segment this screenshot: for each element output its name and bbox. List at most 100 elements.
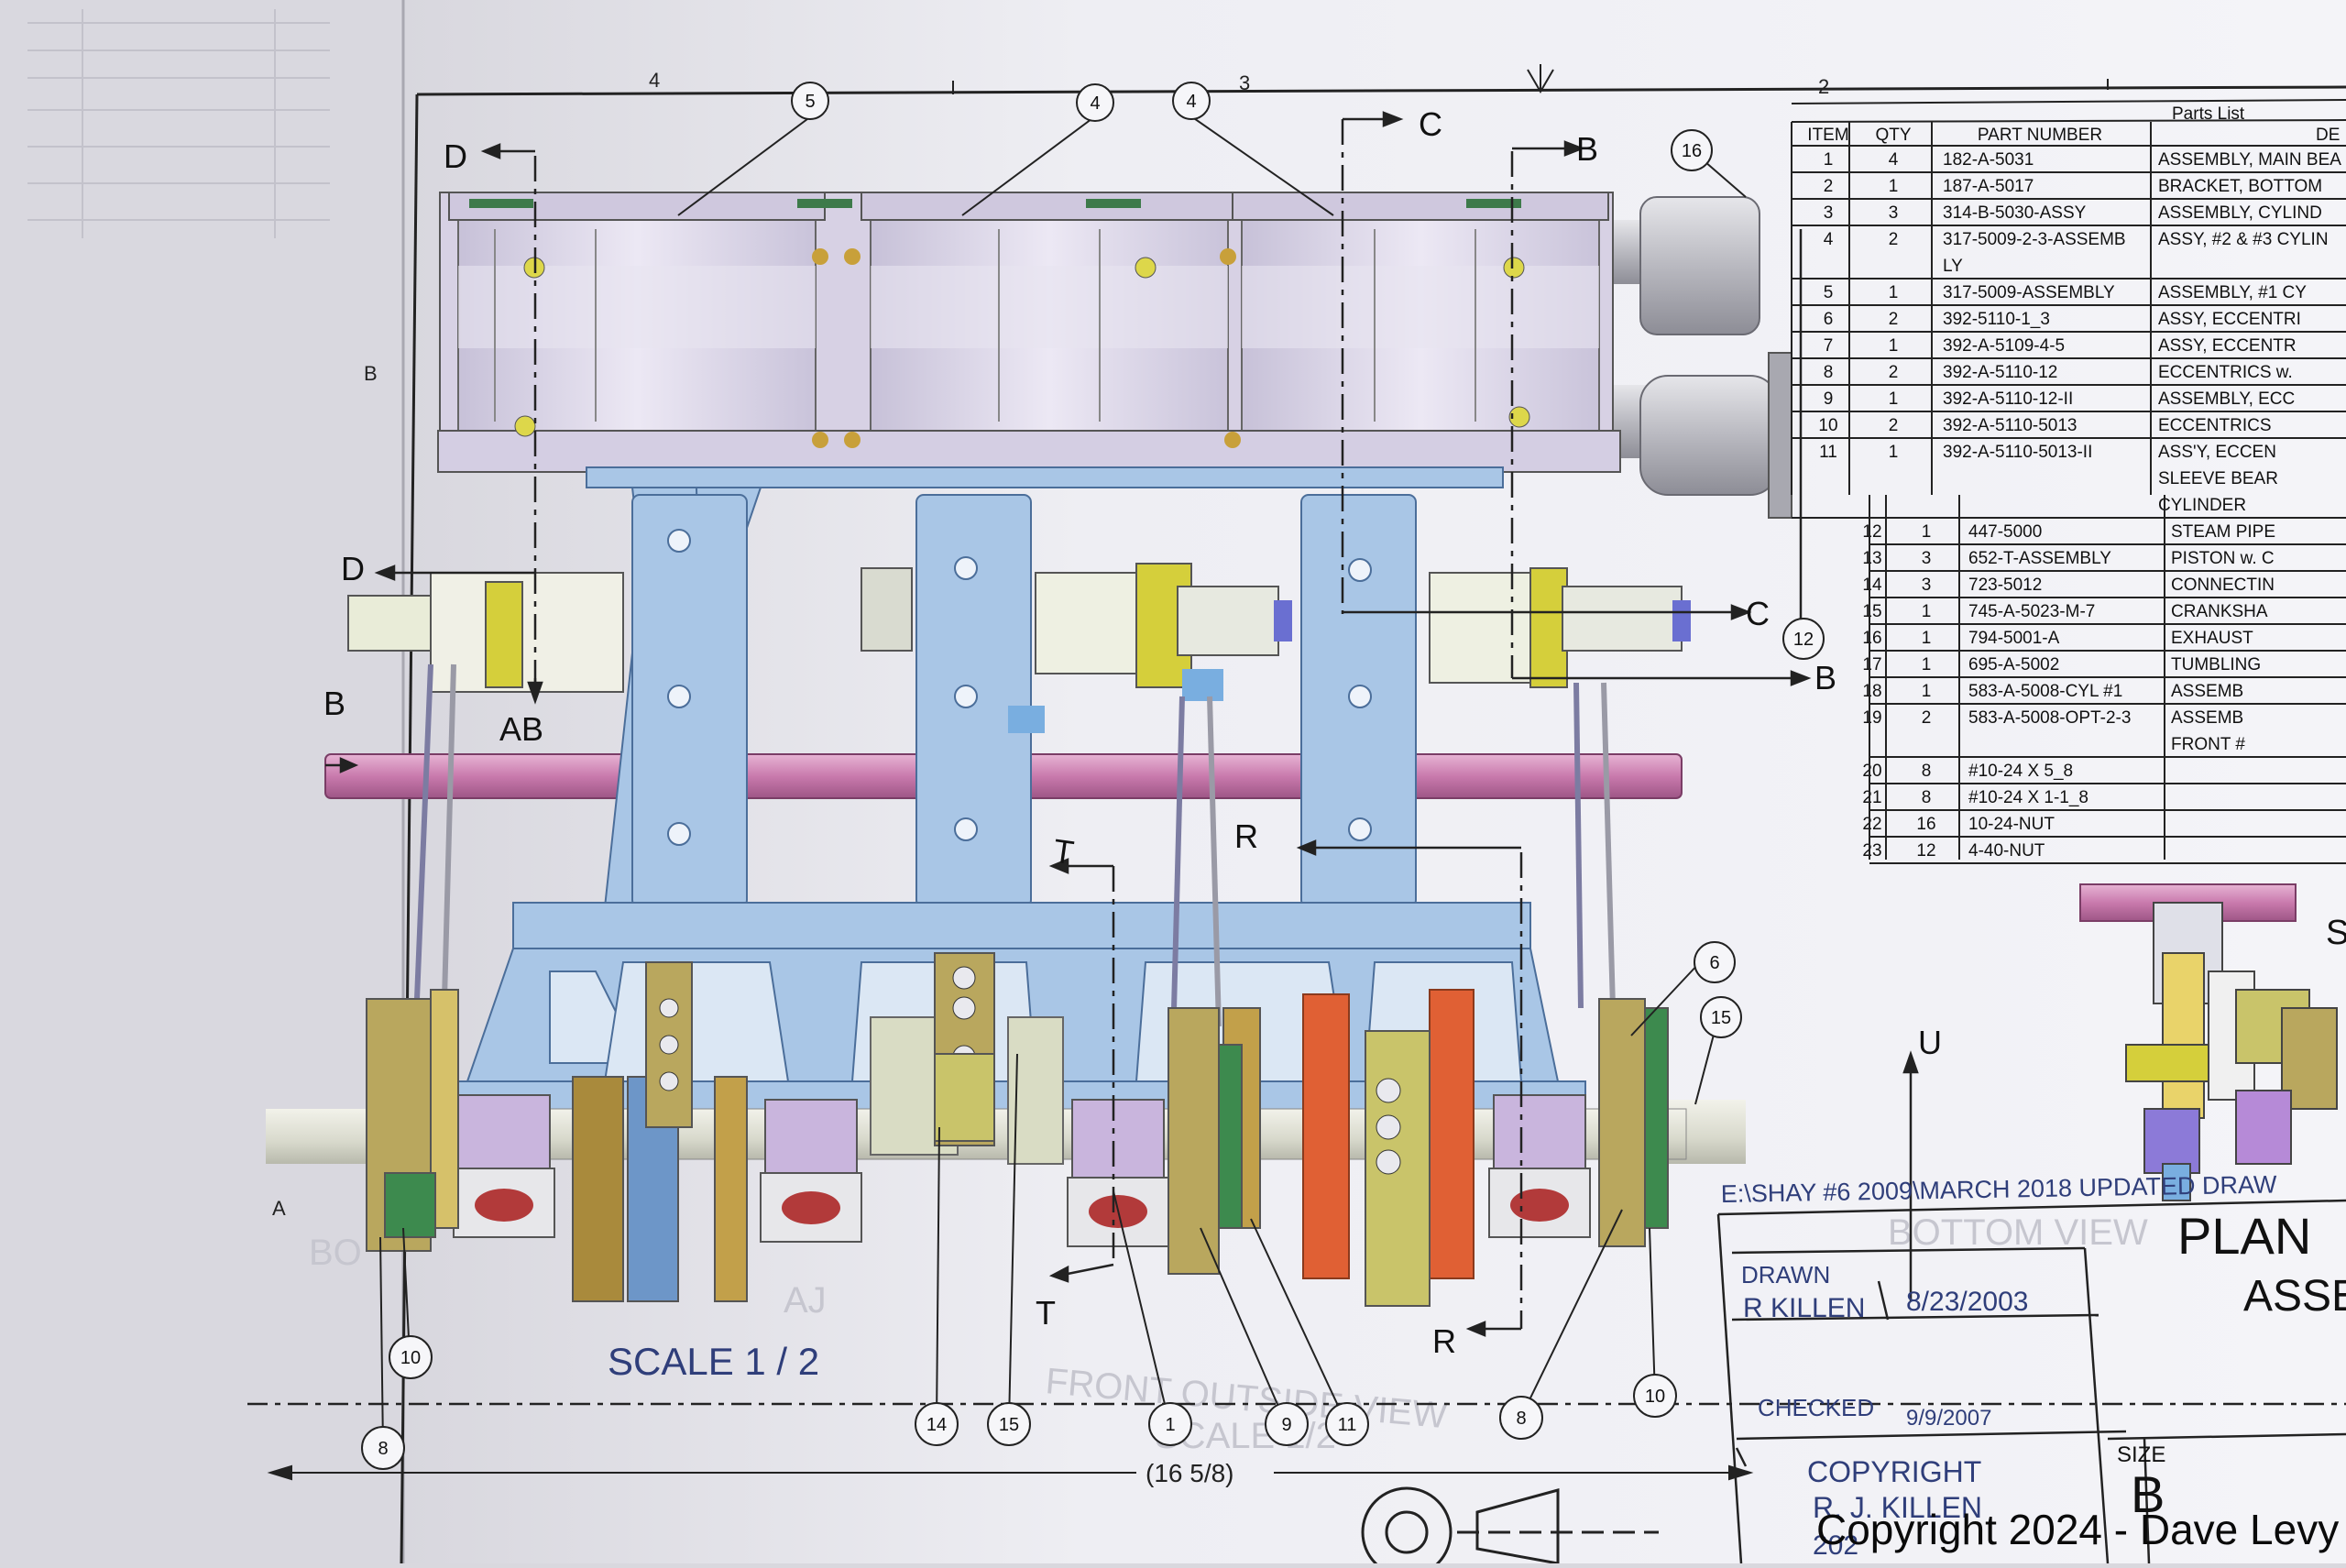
svg-text:B: B: [323, 685, 345, 722]
checked-date: 9/9/2007: [1906, 1406, 1991, 1431]
parts-item: 14: [1862, 576, 1882, 595]
parts-qty: 8: [1922, 788, 1932, 807]
parts-item: 18: [1862, 682, 1881, 701]
parts-qty: 16: [1916, 815, 1935, 834]
parts-item: 3: [1824, 203, 1834, 223]
parts-description: ASSY, ECCENTRI: [2158, 310, 2301, 329]
parts-header-desc: DE: [2316, 126, 2340, 145]
svg-text:U: U: [1918, 1024, 1942, 1061]
border-zone-labels: 4 3 2 B A: [272, 69, 1829, 1220]
parts-qty: 1: [1922, 522, 1932, 542]
parts-number: 314-B-5030-ASSY: [1943, 203, 2087, 223]
parts-number: 583-A-5008-CYL #1: [1968, 682, 2122, 701]
svg-text:14: 14: [926, 1415, 947, 1435]
svg-text:4: 4: [1186, 92, 1196, 112]
title-block: [1716, 1199, 2346, 1564]
parts-number: 392-5110-1_3: [1943, 310, 2050, 329]
parts-header-part: PART NUMBER: [1978, 126, 2102, 145]
parts-description-cont: SLEEVE BEAR: [2158, 469, 2278, 488]
svg-text:B: B: [1814, 659, 1836, 696]
parts-qty: 1: [1889, 283, 1899, 302]
scale-label: SCALE 1 / 2: [608, 1340, 819, 1383]
parts-number: 652-T-ASSEMBLY: [1968, 549, 2111, 568]
parts-description: ASSEMBLY, CYLIND: [2158, 203, 2322, 223]
drawing-title-2: ASSE: [2243, 1272, 2346, 1321]
parts-number: #10-24 X 1-1_8: [1968, 788, 2088, 807]
parts-qty: 1: [1889, 443, 1899, 462]
parts-description: STEAM PIPE: [2171, 522, 2275, 542]
parts-item: 4: [1824, 230, 1834, 249]
parts-description: ASSEMBLY, ECC: [2158, 389, 2295, 409]
parts-number: 583-A-5008-OPT-2-3: [1968, 708, 2131, 728]
svg-text:15: 15: [1711, 1008, 1731, 1028]
svg-text:11: 11: [1338, 1415, 1357, 1435]
parts-qty: 8: [1922, 762, 1932, 781]
svg-text:S: S: [2326, 914, 2346, 952]
crank-and-eccentrics: [266, 952, 1746, 1307]
parts-number: 317-5009-2-3-ASSEMB: [1943, 230, 2126, 249]
parts-qty: 1: [1922, 629, 1932, 648]
engine-assembly: [247, 111, 2346, 1449]
parts-number: 392-A-5110-12-II: [1943, 389, 2073, 409]
size-label: SIZE: [2117, 1442, 2165, 1467]
parts-item: 7: [1824, 336, 1834, 356]
parts-qty: 4: [1889, 150, 1899, 170]
parts-description: ASSEMBLY, MAIN BEA: [2158, 150, 2341, 170]
svg-text:C: C: [1746, 595, 1770, 632]
parts-description: EXHAUST: [2171, 629, 2253, 648]
parts-description: PISTON w. C: [2171, 549, 2275, 568]
parts-number: #10-24 X 5_8: [1968, 762, 2073, 781]
parts-qty: 1: [1889, 177, 1899, 196]
parts-description: TUMBLING: [2171, 655, 2261, 674]
parts-item: 6: [1824, 310, 1834, 329]
parts-item: 22: [1862, 815, 1881, 834]
parts-qty: 1: [1889, 389, 1899, 409]
parts-description: ASSEMB: [2171, 708, 2243, 728]
svg-text:3: 3: [1239, 71, 1250, 94]
dimension-label: (16 5/8): [1146, 1459, 1234, 1487]
parts-number: 723-5012: [1968, 576, 2042, 595]
parts-description-cont: FRONT #: [2171, 735, 2245, 754]
parts-qty: 1: [1922, 602, 1932, 621]
svg-text:R: R: [1432, 1322, 1456, 1360]
parts-number: 187-A-5017: [1943, 177, 2034, 196]
parts-description: ASSY, ECCENTR: [2158, 336, 2297, 356]
svg-text:BOTTOM VIEW: BOTTOM VIEW: [1888, 1212, 2148, 1253]
parts-qty: 2: [1889, 363, 1899, 382]
parts-description: ASSEMB: [2171, 682, 2243, 701]
parts-number-cont: LY: [1943, 257, 1963, 276]
overall-dimension: [267, 1464, 1754, 1481]
item-balloons: [361, 82, 1825, 1470]
parts-item: 17: [1862, 655, 1881, 674]
parts-number: 447-5000: [1968, 522, 2042, 542]
section-labels: D D C C B B B AB T T R R U: [323, 105, 1942, 1360]
parts-qty: 1: [1889, 336, 1899, 356]
svg-text:6: 6: [1709, 953, 1719, 973]
svg-text:15: 15: [999, 1415, 1019, 1435]
parts-number: 392-A-5110-12: [1943, 363, 2057, 382]
parts-item: 20: [1862, 762, 1881, 781]
parts-item: 12: [1862, 522, 1881, 542]
parts-qty: 1: [1922, 682, 1932, 701]
parts-header-item: ITEM: [1807, 126, 1848, 145]
parts-number: 392-A-5109-4-5: [1943, 336, 2065, 356]
copyright-line-1: COPYRIGHT: [1807, 1455, 1981, 1488]
parts-description: ASSY, #2 & #3 CYLIN: [2158, 230, 2329, 249]
copyright-line-2: R. J. KILLEN: [1813, 1491, 1982, 1524]
steam-pipe: [1599, 196, 1792, 519]
parts-item: 16: [1862, 629, 1881, 648]
svg-text:4: 4: [1090, 93, 1100, 114]
parts-item: 13: [1862, 549, 1881, 568]
detail-view: S: [2079, 883, 2346, 1201]
parts-number: 317-5009-ASSEMBLY: [1943, 283, 2115, 302]
parts-description: BRACKET, BOTTOM: [2158, 177, 2322, 196]
svg-text:12: 12: [1793, 630, 1814, 650]
svg-text:8: 8: [378, 1439, 388, 1459]
svg-text:R: R: [1234, 817, 1258, 855]
svg-text:AB: AB: [499, 710, 543, 748]
svg-text:D: D: [444, 137, 467, 175]
drawing-title-1: PLAN: [2177, 1207, 2311, 1265]
